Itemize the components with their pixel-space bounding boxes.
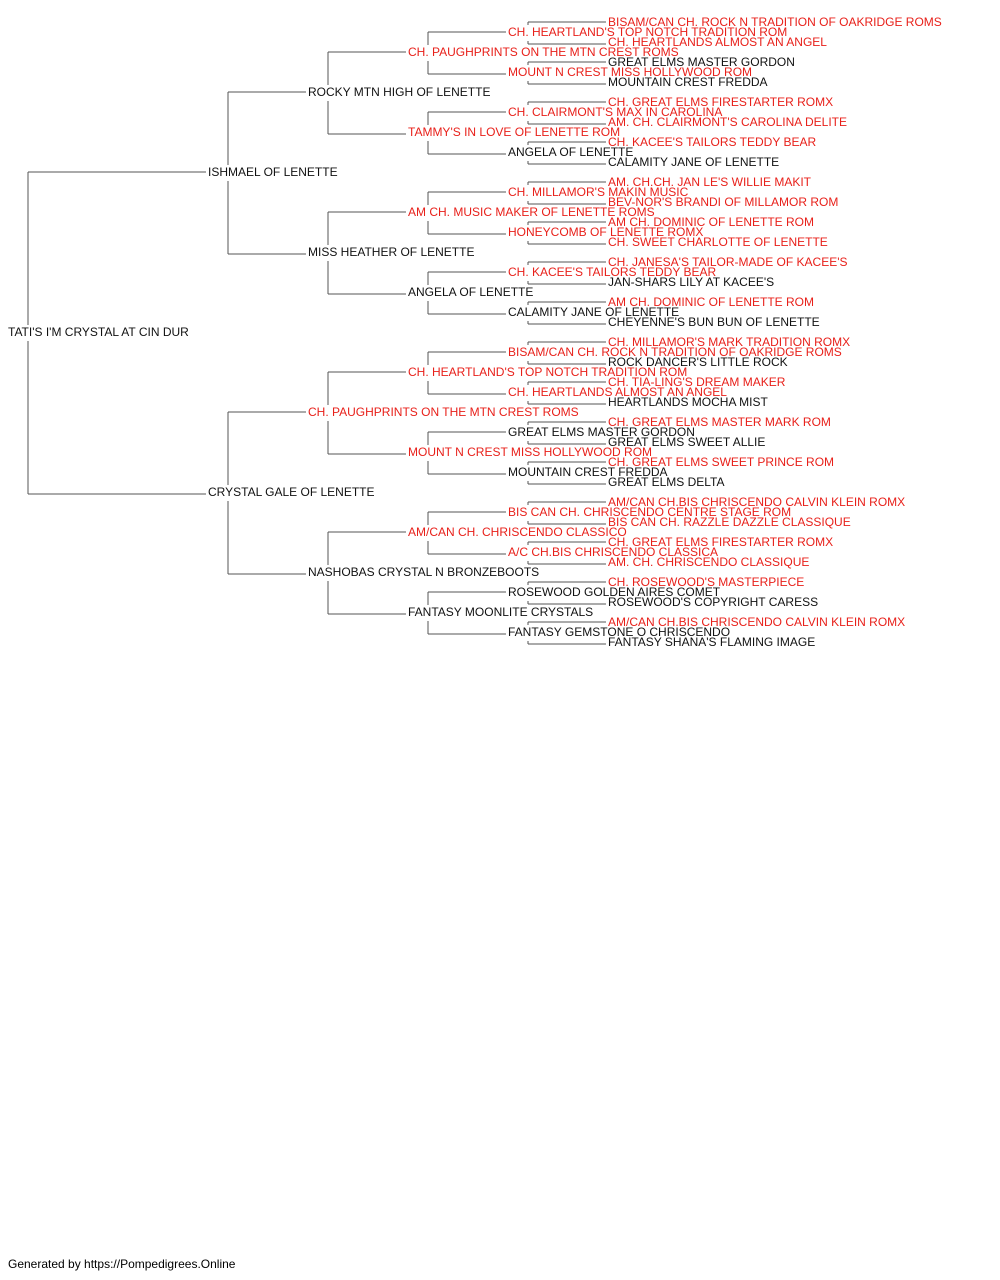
sire-name: CH. JANESA'S TAILOR-MADE OF KACEE'S bbox=[608, 255, 848, 269]
dam-name: ROCK DANCER'S LITTLE ROCK bbox=[608, 355, 788, 369]
dam-name: MOUNTAIN CREST FREDDA bbox=[508, 465, 668, 479]
sire-name: CH. GREAT ELMS MASTER MARK ROM bbox=[608, 415, 831, 429]
dam-name: ANGELA OF LENETTE bbox=[408, 285, 533, 299]
dam-name: FANTASY SHANA'S FLAMING IMAGE bbox=[608, 635, 815, 649]
sire-name: CH. PAUGHPRINTS ON THE MTN CREST ROMS bbox=[308, 405, 579, 419]
dam-name: CALAMITY JANE OF LENETTE bbox=[608, 155, 779, 169]
sire-name: CH. HEARTLAND'S TOP NOTCH TRADITION ROM bbox=[508, 25, 787, 39]
dam-name: AM. CH. CHRISCENDO CLASSIQUE bbox=[608, 555, 809, 569]
sire-name: GREAT ELMS MASTER GORDON bbox=[608, 55, 795, 69]
dam-name: CH. SWEET CHARLOTTE OF LENETTE bbox=[608, 235, 828, 249]
sire-name: AM CH. DOMINIC OF LENETTE ROM bbox=[608, 295, 814, 309]
dam-name: MOUNT N CREST MISS HOLLYWOOD ROM bbox=[508, 65, 752, 79]
sire-name: CH. ROSEWOOD'S MASTERPIECE bbox=[608, 575, 804, 589]
sire-name: CH. CLAIRMONT'S MAX IN CAROLINA bbox=[508, 105, 722, 119]
sire-name: CH. HEARTLAND'S TOP NOTCH TRADITION ROM bbox=[408, 365, 687, 379]
sire-name: CH. MILLAMOR'S MARK TRADITION ROMX bbox=[608, 335, 850, 349]
sire-name: CH. TIA-LING'S DREAM MAKER bbox=[608, 375, 786, 389]
dam-name: MOUNT N CREST MISS HOLLYWOOD ROM bbox=[408, 445, 652, 459]
sire-name: GREAT ELMS MASTER GORDON bbox=[508, 425, 695, 439]
dam-name: HEARTLANDS MOCHA MIST bbox=[608, 395, 768, 409]
dam-name: BEV-NOR'S BRANDI OF MILLAMOR ROM bbox=[608, 195, 838, 209]
dam-name: FANTASY MOONLITE CRYSTALS bbox=[408, 605, 593, 619]
sire-name: CH. KACEE'S TAILORS TEDDY BEAR bbox=[508, 265, 716, 279]
sire-name: CH. GREAT ELMS SWEET PRINCE ROM bbox=[608, 455, 834, 469]
sire-name: BIS CAN CH. CHRISCENDO CENTRE STAGE ROM bbox=[508, 505, 791, 519]
sire-name: ISHMAEL OF LENETTE bbox=[208, 165, 338, 179]
dam-name: MOUNTAIN CREST FREDDA bbox=[608, 75, 768, 89]
dam-name: GREAT ELMS SWEET ALLIE bbox=[608, 435, 765, 449]
footer-credit: Generated by https://Pompedigrees.Online bbox=[8, 1257, 236, 1271]
sire-name: CH. PAUGHPRINTS ON THE MTN CREST ROMS bbox=[408, 45, 679, 59]
dam-name: ROSEWOOD'S COPYRIGHT CARESS bbox=[608, 595, 818, 609]
sire-name: CH. GREAT ELMS FIRESTARTER ROMX bbox=[608, 95, 833, 109]
sire-name: BISAM/CAN CH. ROCK N TRADITION OF OAKRID… bbox=[608, 15, 942, 29]
dam-name: AM. CH. CLAIRMONT'S CAROLINA DELITE bbox=[608, 115, 847, 129]
sire-name: ROSEWOOD GOLDEN AIRES COMET bbox=[508, 585, 721, 599]
sire-name: CH. GREAT ELMS FIRESTARTER ROMX bbox=[608, 535, 833, 549]
dam-name: TAMMY'S IN LOVE OF LENETTE ROM bbox=[408, 125, 620, 139]
dam-name: HONEYCOMB OF LENETTE ROMX bbox=[508, 225, 703, 239]
sire-name: AM/CAN CH.BIS CHRISCENDO CALVIN KLEIN RO… bbox=[608, 495, 905, 509]
dam-name: ANGELA OF LENETTE bbox=[508, 145, 633, 159]
subject-dog-name: TATI'S I'M CRYSTAL AT CIN DUR bbox=[8, 325, 189, 339]
sire-name: ROCKY MTN HIGH OF LENETTE bbox=[308, 85, 490, 99]
dam-name: CRYSTAL GALE OF LENETTE bbox=[208, 485, 375, 499]
dam-name: JAN-SHARS LILY AT KACEE'S bbox=[608, 275, 774, 289]
dam-name: CH. HEARTLANDS ALMOST AN ANGEL bbox=[608, 35, 827, 49]
sire-name: CH. KACEE'S TAILORS TEDDY BEAR bbox=[608, 135, 816, 149]
sire-name: CH. MILLAMOR'S MAKIN MUSIC bbox=[508, 185, 689, 199]
dam-name: A/C CH.BIS CHRISCENDO CLASSICA bbox=[508, 545, 718, 559]
dam-name: MISS HEATHER OF LENETTE bbox=[308, 245, 474, 259]
dam-name: CHEYENNE'S BUN BUN OF LENETTE bbox=[608, 315, 820, 329]
dam-name: CH. HEARTLANDS ALMOST AN ANGEL bbox=[508, 385, 727, 399]
sire-name: AM CH. DOMINIC OF LENETTE ROM bbox=[608, 215, 814, 229]
dam-name: FANTASY GEMSTONE O CHRISCENDO bbox=[508, 625, 730, 639]
sire-name: AM. CH.CH. JAN LE'S WILLIE MAKIT bbox=[608, 175, 812, 189]
dam-name: CALAMITY JANE OF LENETTE bbox=[508, 305, 679, 319]
sire-name: AM/CAN CH.BIS CHRISCENDO CALVIN KLEIN RO… bbox=[608, 615, 905, 629]
sire-name: AM/CAN CH. CHRISCENDO CLASSICO bbox=[408, 525, 627, 539]
dam-name: GREAT ELMS DELTA bbox=[608, 475, 724, 489]
dam-name: NASHOBAS CRYSTAL N BRONZEBOOTS bbox=[308, 565, 539, 579]
dam-name: BIS CAN CH. RAZZLE DAZZLE CLASSIQUE bbox=[608, 515, 851, 529]
sire-name: AM CH. MUSIC MAKER OF LENETTE ROMS bbox=[408, 205, 655, 219]
sire-name: BISAM/CAN CH. ROCK N TRADITION OF OAKRID… bbox=[508, 345, 842, 359]
